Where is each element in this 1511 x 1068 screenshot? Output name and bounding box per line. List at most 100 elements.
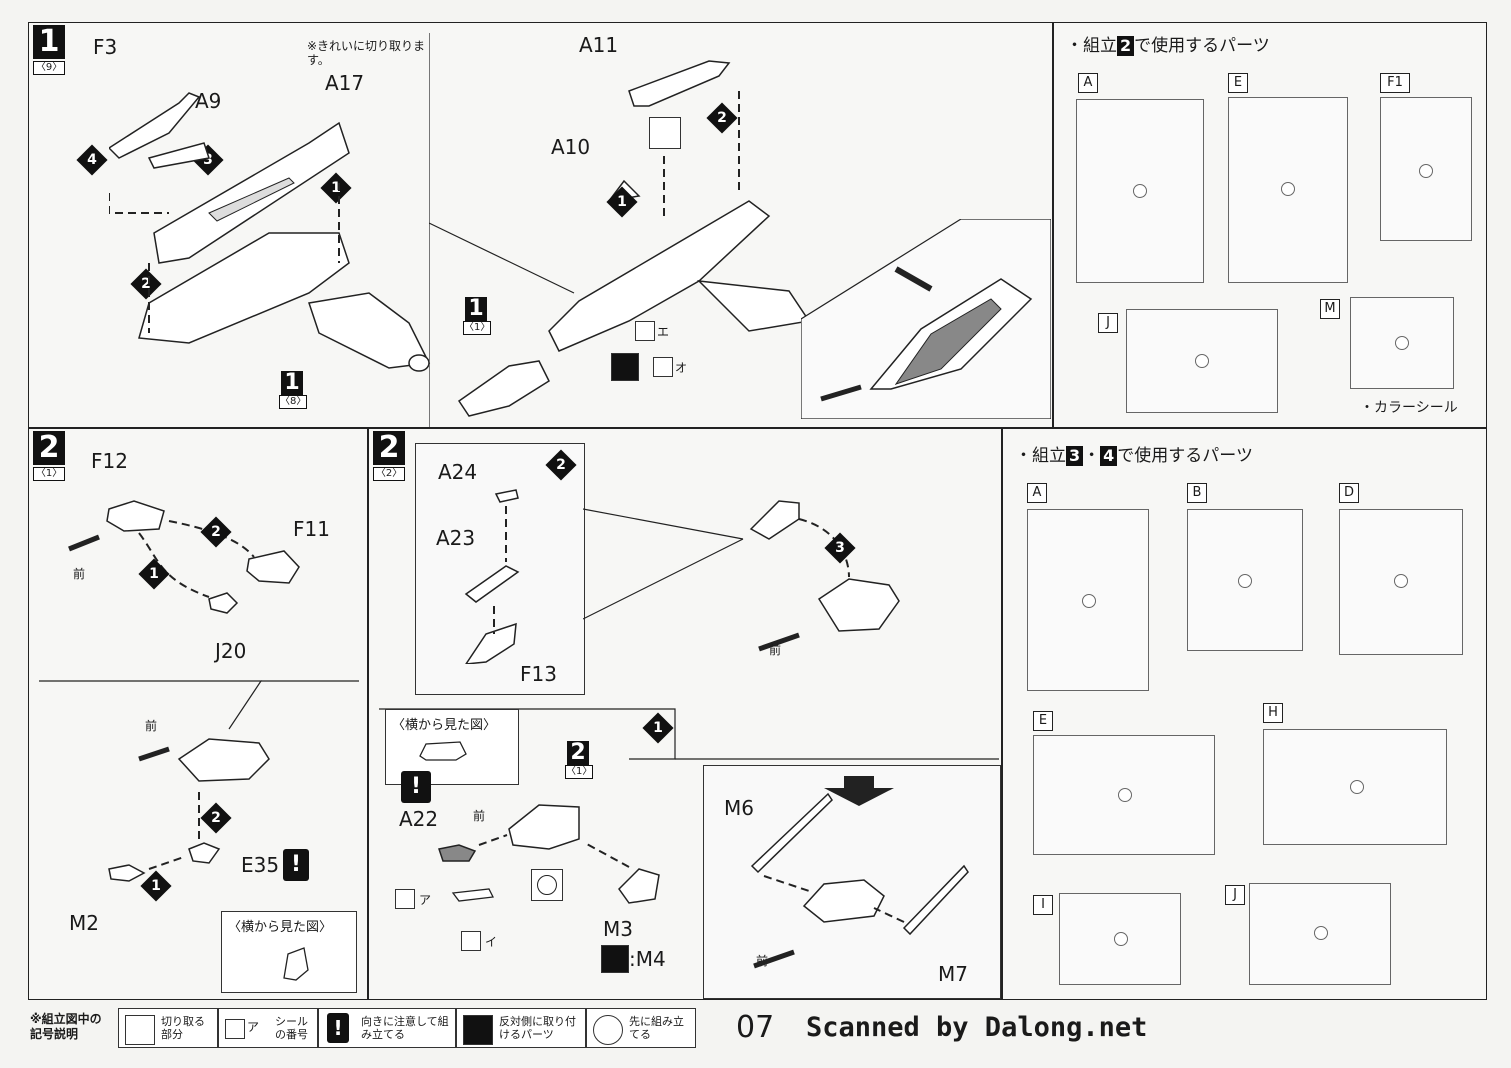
step2-1-seq-b1-text: 1 bbox=[151, 878, 161, 894]
step1-divider-lines bbox=[429, 33, 575, 427]
parts-step2-title-post: で使用するパーツ bbox=[1134, 36, 1270, 56]
subassembly-box: A24 A23 F13 2 bbox=[415, 443, 585, 695]
label-j20: J20 bbox=[215, 639, 247, 663]
seq-marker-right-1: 1 bbox=[606, 186, 638, 218]
legend-mirror: 反対側に取り付けるパーツ bbox=[456, 1008, 586, 1048]
cut-note: ※きれいに切り取ります。 bbox=[307, 39, 426, 67]
side-view-box-2: 〈横から見た図〉 bbox=[385, 709, 519, 785]
step2-1-seq-2: 2 bbox=[200, 516, 232, 548]
step2-2-seq-3: 3 bbox=[824, 532, 856, 564]
step2-1-top-illustration bbox=[68, 500, 300, 614]
step2-2-connector-lines bbox=[583, 508, 744, 620]
seq-marker-right-2: 2 bbox=[706, 102, 738, 134]
label-f13: F13 bbox=[520, 662, 557, 686]
side-view-title-2: 〈横から見た図〉 bbox=[392, 718, 497, 733]
runner-label-j: J bbox=[1098, 313, 1118, 333]
parts-step34-title-sep: ・ bbox=[1083, 446, 1101, 466]
legend-sticker-icon bbox=[225, 1019, 245, 1039]
step2-1-seq-b2-text: 2 bbox=[211, 810, 221, 826]
runner-e bbox=[1228, 97, 1348, 283]
legend-caution-text: 向きに注意して組み立てる bbox=[361, 1015, 449, 1041]
front-label-4: 前 bbox=[473, 809, 486, 823]
runner34-e bbox=[1033, 735, 1215, 855]
runner34-label-j: J bbox=[1225, 885, 1245, 905]
legend-cut-text: 切り取る部分 bbox=[161, 1015, 205, 1041]
legend-sticker-text: シールの番号 bbox=[275, 1015, 308, 1041]
parts-step2-title-pre: ・組立 bbox=[1066, 36, 1117, 56]
parts-step34-title-num4: 4 bbox=[1100, 446, 1118, 466]
step2-2-seq-2: 2 bbox=[545, 449, 577, 481]
sticker-a-box bbox=[395, 889, 415, 909]
step2-1-sub-num: 1 bbox=[45, 468, 53, 479]
mirror-symbol-2 bbox=[601, 945, 629, 973]
legend-cut: 切り取る部分 bbox=[118, 1008, 218, 1048]
parts-step34-title-post: で使用するパーツ bbox=[1117, 446, 1253, 466]
label-m4: :M4 bbox=[629, 947, 666, 971]
sticker-o-box bbox=[653, 357, 673, 377]
step2-1-panel: 2 〈1〉 F12 F11 J20 前 2 1 前 2 1 E35 ! M2 〈… bbox=[28, 428, 368, 1000]
step1-number: 1 bbox=[33, 25, 65, 59]
front-label-1: 前 bbox=[73, 567, 86, 581]
side-view-part-2 bbox=[419, 741, 467, 761]
runner-label-e: E bbox=[1228, 73, 1248, 93]
label-m6: M6 bbox=[724, 796, 754, 820]
runner34-a bbox=[1027, 509, 1149, 691]
ref-step1-1-sub: 〈1〉 bbox=[463, 321, 491, 335]
ref-step2-1-sub-num: 1 bbox=[576, 766, 583, 777]
label-f12: F12 bbox=[91, 449, 128, 473]
weapon-box: M6 M7 前 bbox=[703, 765, 1001, 999]
runner-label-a: A bbox=[1078, 73, 1098, 93]
step2-2-seq-2-text: 2 bbox=[556, 457, 566, 473]
sticker-a-mark: ア bbox=[419, 893, 432, 907]
sticker-e-mark: エ bbox=[657, 325, 670, 339]
step2-2-panel: 2 〈2〉 A24 A23 F13 2 3 前 1 〈横から見た図〉 bbox=[368, 428, 1002, 1000]
runner-m bbox=[1350, 297, 1454, 389]
runner-label-f1: F1 bbox=[1380, 73, 1410, 93]
step2-1-seq-b2: 2 bbox=[200, 802, 232, 834]
runner34-h bbox=[1263, 729, 1447, 845]
ref-sub-1: 1 bbox=[474, 322, 481, 333]
front-label-3: 前 bbox=[769, 643, 782, 657]
label-a9: A9 bbox=[195, 89, 222, 113]
seq-right-1-text: 1 bbox=[617, 194, 627, 210]
step1-right-illustration bbox=[457, 60, 811, 417]
side-view-box: 〈横から見た図〉 bbox=[221, 911, 357, 993]
step2-1-sub: 〈1〉 bbox=[33, 467, 65, 481]
ref-step2-1-number: 2 bbox=[567, 741, 589, 765]
step2-2-mid-lines bbox=[379, 708, 999, 760]
legend-caution-icon: ! bbox=[327, 1013, 349, 1043]
step2-2-seq-1-text: 1 bbox=[653, 720, 663, 736]
step2-1-seq-2-text: 2 bbox=[211, 524, 221, 540]
sticker-i-mark: イ bbox=[485, 935, 498, 949]
step2-1-seq-1-text: 1 bbox=[149, 566, 159, 582]
step2-2-assembly-illustration bbox=[438, 804, 660, 904]
weapon-illustration bbox=[750, 776, 969, 969]
step2-1-bottom-illustration bbox=[108, 738, 270, 882]
label-f3: F3 bbox=[93, 35, 118, 59]
ref-step1-1-number: 1 bbox=[465, 297, 487, 321]
step2-2-sub: 〈2〉 bbox=[373, 467, 405, 481]
label-a23: A23 bbox=[436, 526, 476, 550]
seq-4-text: 4 bbox=[87, 152, 97, 168]
step2-2-seq-3-text: 3 bbox=[835, 540, 845, 556]
legend-mirror-icon bbox=[463, 1015, 493, 1045]
legend-title: ※組立図中の記号説明 bbox=[30, 1012, 102, 1041]
sticker-e-box bbox=[635, 321, 655, 341]
label-a10: A10 bbox=[551, 135, 591, 159]
runner34-label-d: D bbox=[1339, 483, 1359, 503]
legend-caution: ! 向きに注意して組み立てる bbox=[318, 1008, 456, 1048]
side-view-part bbox=[283, 947, 309, 981]
label-m3: M3 bbox=[603, 917, 633, 941]
runner34-label-e: E bbox=[1033, 711, 1053, 731]
cut-symbol-box bbox=[649, 117, 681, 149]
runner-a bbox=[1076, 99, 1204, 283]
sticker-i-box bbox=[461, 931, 481, 951]
runner-j bbox=[1126, 309, 1278, 413]
runner34-b bbox=[1187, 509, 1303, 651]
step2-1-divider bbox=[39, 680, 359, 730]
side-view-title: 〈横から見た図〉 bbox=[228, 920, 333, 935]
legend-preassemble-icon bbox=[593, 1015, 623, 1045]
runner34-label-i: I bbox=[1033, 895, 1053, 915]
